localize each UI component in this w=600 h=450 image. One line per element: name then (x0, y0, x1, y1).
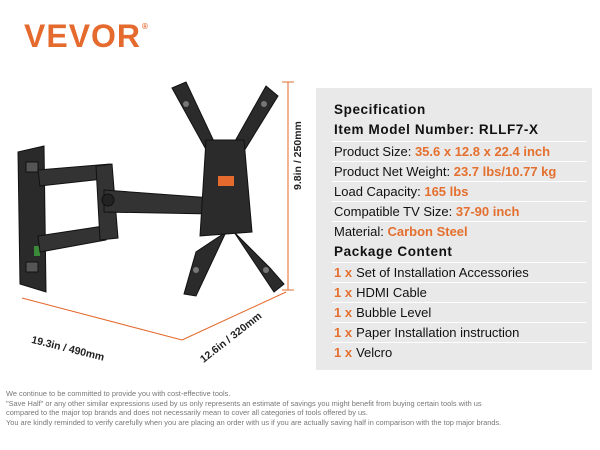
package-content-heading: Package Content (334, 244, 453, 259)
vevor-logo: VEVOR® (24, 18, 149, 55)
net-weight-row: Product Net Weight: 23.7 lbs/10.77 kg (334, 164, 557, 179)
depth-guide-line (181, 291, 287, 341)
articulating-arms (37, 163, 213, 253)
material-row: Material: Carbon Steel (334, 224, 468, 239)
load-capacity-value: 165 lbs (424, 184, 469, 199)
product-size-value: 35.6 x 12.8 x 22.4 inch (414, 144, 551, 159)
specification-heading: Specification (334, 102, 426, 117)
tv-size-value: 37-90 inch (455, 204, 520, 219)
tv-size-row: Compatible TV Size: 37-90 inch (334, 204, 520, 219)
net-weight-value: 23.7 lbs/10.77 kg (453, 164, 557, 179)
brand-tag-icon (218, 176, 234, 186)
disclaimer-line: We continue to be committed to provide y… (6, 389, 231, 398)
disclaimer-line: You are kindly reminded to verify carefu… (6, 417, 502, 427)
tv-wall-mount-image (17, 81, 294, 341)
brand-name: VEVOR (24, 18, 142, 54)
disclaimer-text: We continue to be committed to provide y… (6, 389, 598, 427)
material-value: Carbon Steel (387, 224, 468, 239)
load-capacity-row: Load Capacity: 165 lbs (334, 184, 469, 199)
wall-plate (17, 145, 47, 293)
width-guide-line (21, 297, 183, 341)
bubble-level-icon (34, 246, 40, 256)
registered-mark: ® (142, 22, 149, 31)
item-model-number: Item Model Number: RLLF7-X (334, 122, 539, 137)
product-size-row: Product Size: 35.6 x 12.8 x 22.4 inch (334, 144, 551, 159)
specification-panel: Specification Item Model Number: RLLF7-X… (316, 88, 592, 370)
height-dimension-label: 9.8in / 250mm (292, 121, 304, 190)
vesa-bracket (171, 81, 285, 297)
disclaimer-line: compared to the major top brands and doe… (6, 408, 368, 418)
disclaimer-line: "Save Half" or any other similar express… (6, 398, 482, 408)
dimension-guides (21, 81, 294, 341)
